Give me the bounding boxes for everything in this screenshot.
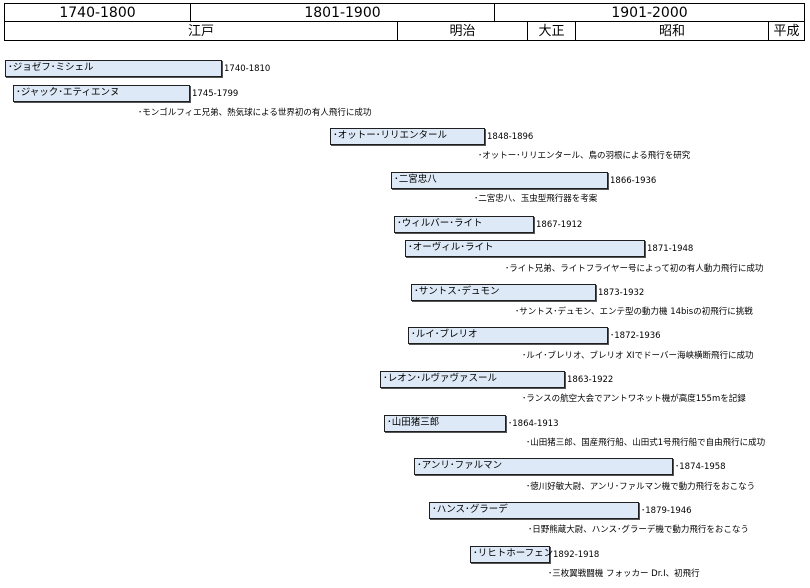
- event-note: ･三枚翼戦闘機 フォッカー Dr.I、初飛行: [548, 569, 700, 579]
- lifespan-bar: ･サントス･デュモン: [411, 284, 596, 301]
- lifespan-years: 1867-1912: [536, 220, 583, 230]
- lifespan-bar: ･ルイ･ブレリオ: [408, 327, 608, 344]
- event-note: ･ライト兄弟、ライトフライヤー号によって初の有人動力飛行に成功: [505, 264, 764, 274]
- person-name: ･オーヴィル･ライト: [408, 242, 494, 253]
- lifespan-years: ･1864-1913: [508, 419, 559, 429]
- person-name: ･ジャック･エティエンヌ: [16, 87, 120, 98]
- lifespan-years: 1740-1810: [224, 64, 271, 74]
- era-showa: 昭和: [575, 21, 769, 41]
- event-note: ･ルイ･ブレリオ、ブレリオ XIでドーバー海峡横断飛行に成功: [522, 351, 754, 361]
- lifespan-years: ･1874-1958: [675, 462, 726, 472]
- lifespan-bar: ･ジャック･エティエンヌ: [13, 85, 190, 102]
- person-name: ･ルイ･ブレリオ: [411, 329, 478, 340]
- person-name: ･レオン･ルヴァヴァスール: [383, 373, 498, 384]
- lifespan-years: 1745-1799: [192, 89, 239, 99]
- era-meiji: 明治: [397, 21, 528, 41]
- lifespan-years: 1892-1918: [553, 550, 600, 560]
- period-1740-1800: 1740-1800: [4, 3, 191, 22]
- lifespan-bar: ･オーヴィル･ライト: [405, 240, 645, 257]
- event-note: ･サントス･デュモン、エンテ型の動力機 14bisの初飛行に挑戦: [515, 307, 753, 317]
- event-note: ･山田猪三郎、国産飛行船、山田式1号飛行船で自由飛行に成功: [526, 438, 766, 448]
- lifespan-years: 1866-1936: [610, 176, 657, 186]
- lifespan-bar: ･ウィルバー･ライト: [394, 216, 534, 233]
- era-heisei: 平成: [768, 21, 805, 41]
- period-1801-1900: 1801-1900: [190, 3, 495, 22]
- event-note: ･徳川好敏大尉、アンリ･ファルマン機で動力飛行をおこなう: [526, 482, 756, 492]
- event-note: ･ランスの航空大会でアントワネット機が高度155mを記録: [522, 394, 746, 404]
- person-name: ･アンリ･ファルマン: [417, 460, 503, 471]
- lifespan-years: 1863-1922: [567, 375, 614, 385]
- person-name: ･ハンス･グラーデ: [432, 504, 508, 515]
- person-name: ･ウィルバー･ライト: [397, 218, 483, 229]
- lifespan-years: 1871-1948: [647, 244, 694, 254]
- event-note: ･二宮忠八、玉虫型飛行器を考案: [474, 194, 598, 204]
- lifespan-years: ･1872-1936: [610, 331, 661, 341]
- event-note: ･モンゴルフィエ兄弟、熱気球による世界初の有人飛行に成功: [138, 108, 372, 118]
- lifespan-bar: ･レオン･ルヴァヴァスール: [380, 371, 565, 388]
- era-taisho: 大正: [527, 21, 576, 41]
- lifespan-years: 1848-1896: [487, 132, 534, 142]
- person-name: ･オットー･リリエンタール: [333, 130, 448, 141]
- lifespan-years: ･1879-1946: [641, 506, 692, 516]
- person-name: ･ジョゼフ･ミシェル: [8, 62, 94, 73]
- event-note: ･日野熊蔵大尉、ハンス･グラーデ機で動力飛行をおこなう: [528, 525, 749, 535]
- lifespan-bar: ･リヒトホーフェン: [470, 546, 554, 563]
- lifespan-bar: ･アンリ･ファルマン: [414, 458, 673, 475]
- person-name: ･リヒトホーフェン: [473, 548, 554, 559]
- era-edo: 江戸: [4, 21, 398, 41]
- person-name: ･二宮忠八: [394, 174, 437, 185]
- lifespan-years: 1873-1932: [598, 288, 645, 298]
- lifespan-bar: ･山田猪三郎: [384, 415, 506, 432]
- lifespan-bar: ･二宮忠八: [391, 172, 608, 189]
- lifespan-bar: ･ジョゼフ･ミシェル: [5, 60, 222, 77]
- period-1901-2000: 1901-2000: [494, 3, 805, 22]
- person-name: ･山田猪三郎: [387, 417, 440, 428]
- event-note: ･オットー･リリエンタール、鳥の羽根による飛行を研究: [478, 151, 691, 161]
- lifespan-bar: ･ハンス･グラーデ: [429, 502, 639, 519]
- lifespan-bar: ･オットー･リリエンタール: [330, 128, 485, 145]
- person-name: ･サントス･デュモン: [414, 286, 500, 297]
